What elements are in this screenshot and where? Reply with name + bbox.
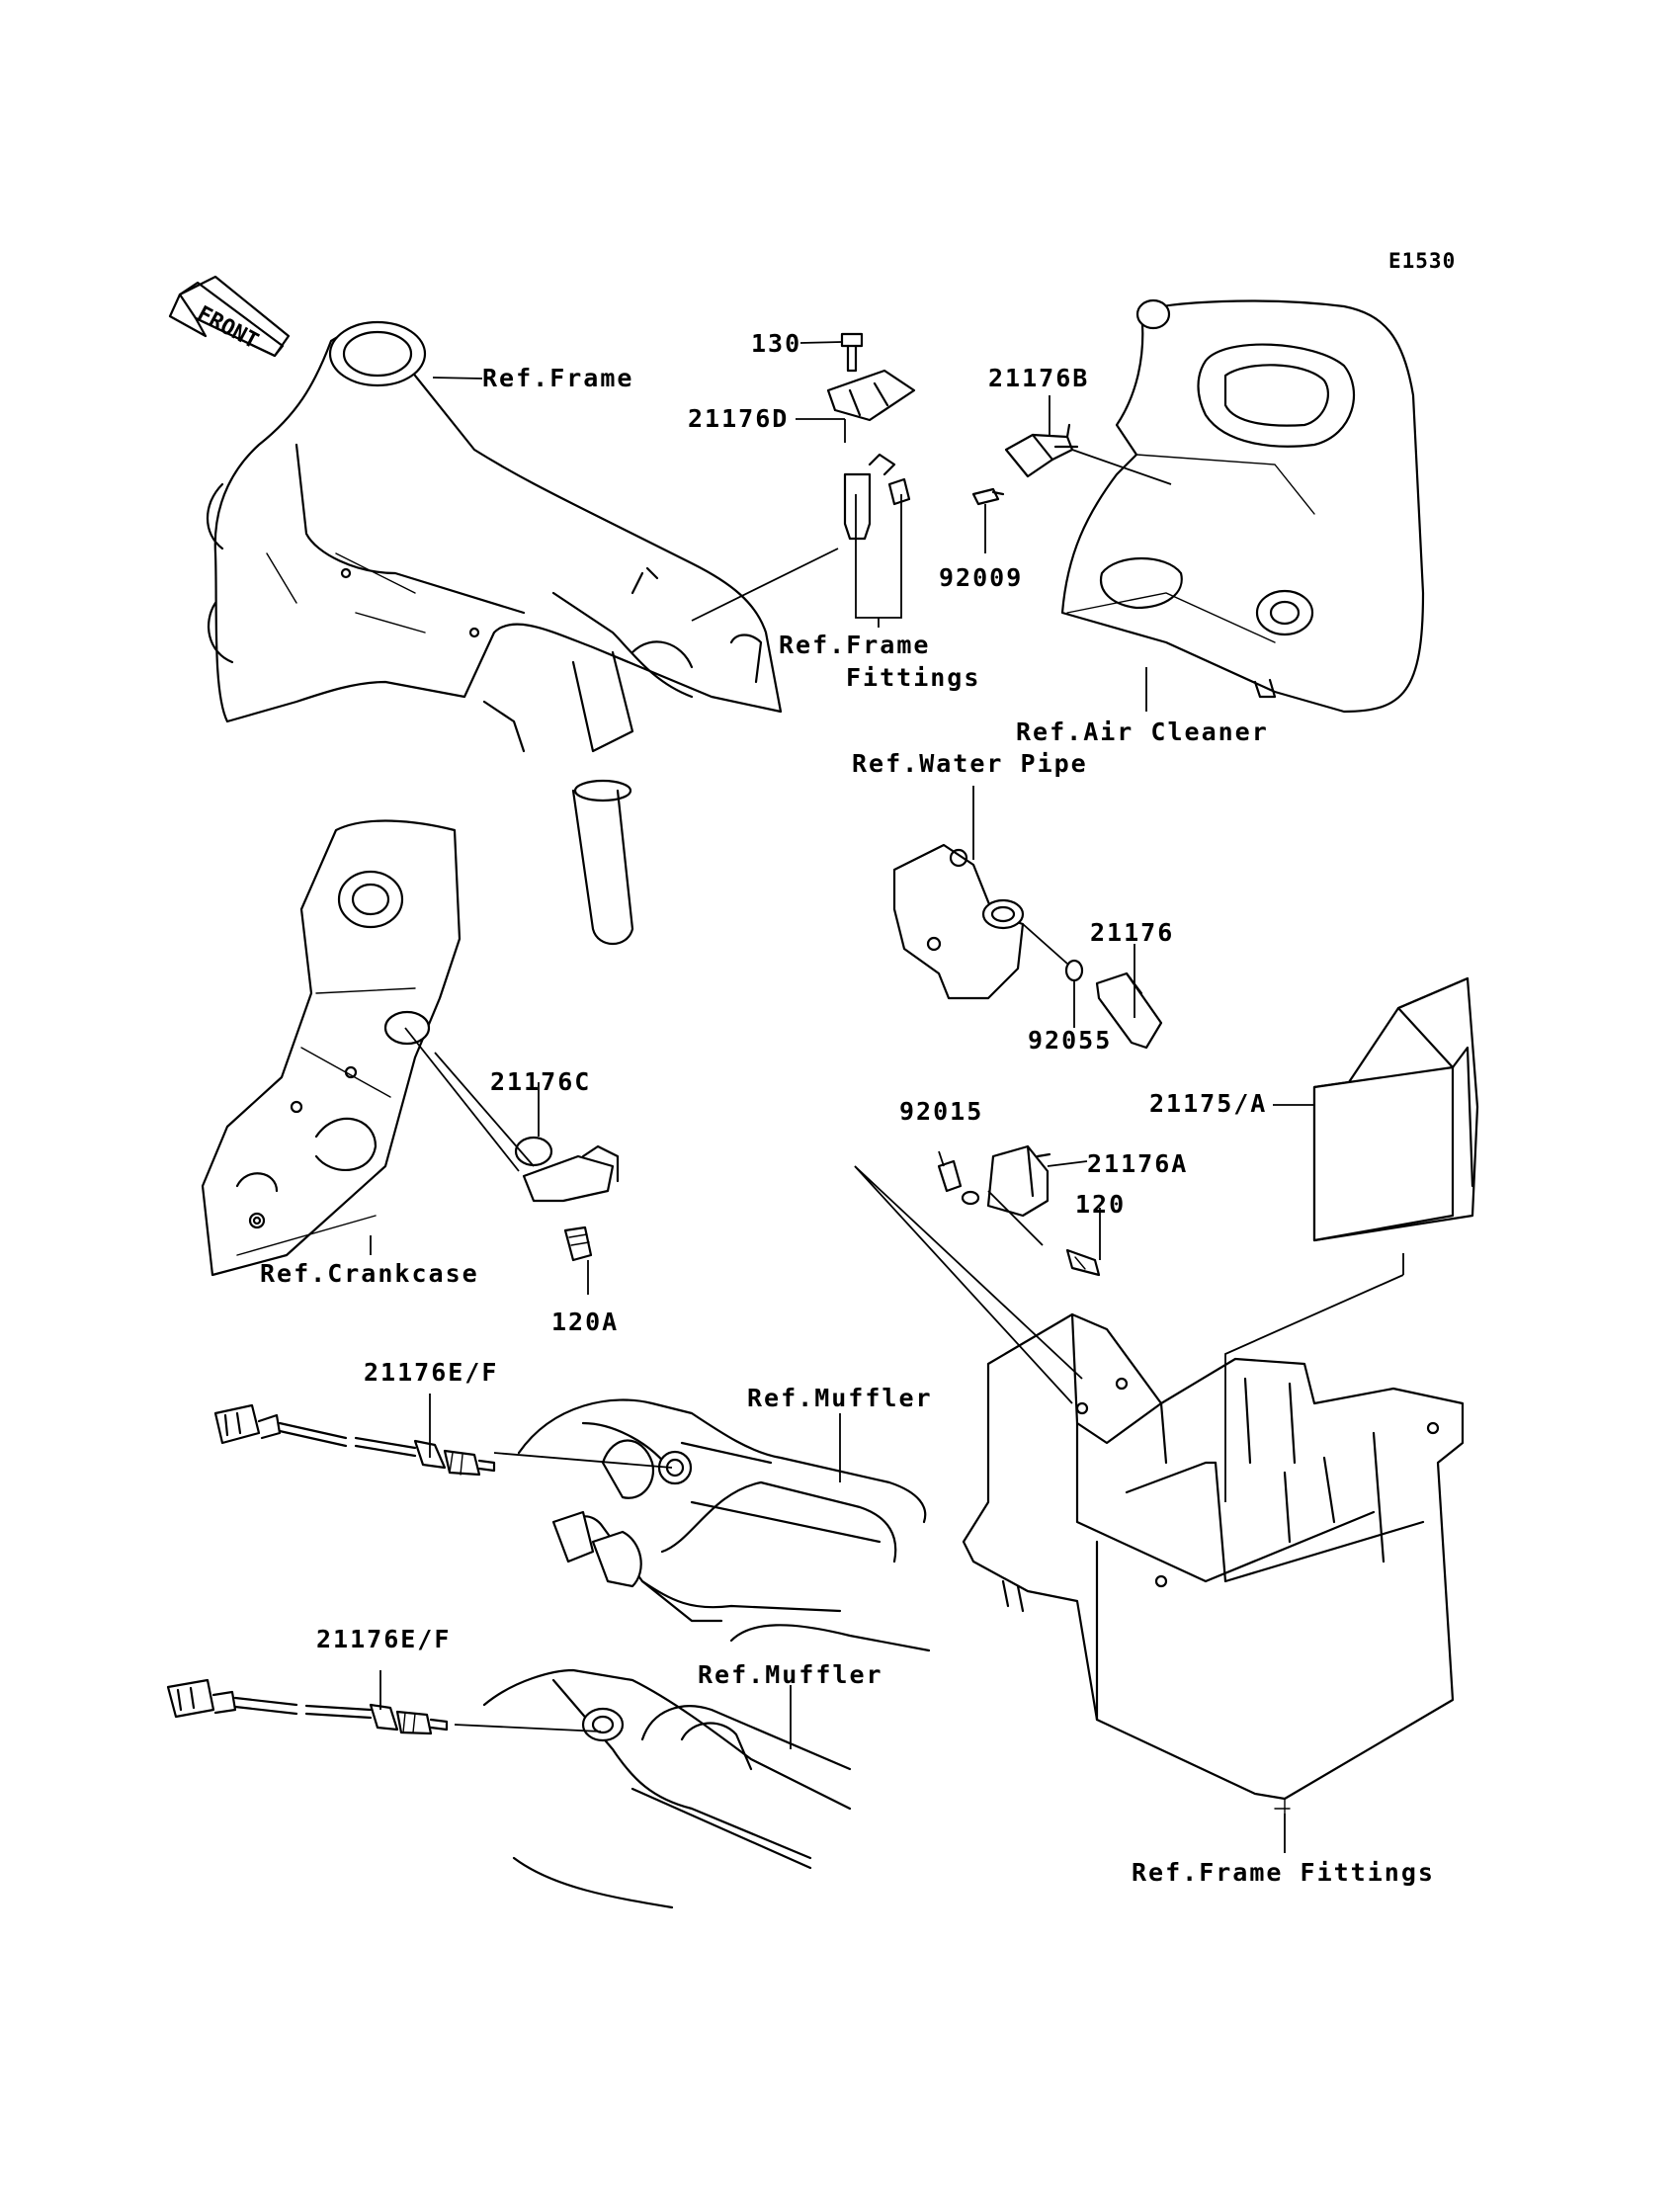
label-120A: 120A — [551, 1308, 620, 1336]
label-21176EF-lower: 21176E/F — [316, 1625, 452, 1653]
label-120: 120 — [1075, 1190, 1127, 1219]
label-92055: 92055 — [1028, 1026, 1113, 1055]
label-ref-muffler-lower: Ref.Muffler — [698, 1660, 883, 1689]
iat-sensor-assembly — [971, 423, 1079, 506]
muffler-upper-drawing — [517, 1398, 931, 1652]
leader-lines — [370, 341, 1404, 1853]
label-92015: 92015 — [899, 1097, 984, 1126]
label-ref-frame-fittings-line1: Ref.Frame — [779, 631, 931, 659]
label-21176D: 21176D — [688, 404, 790, 433]
air-cleaner-drawing — [1060, 298, 1425, 714]
label-ref-frame-fittings-line2: Fittings — [846, 663, 981, 692]
label-21176: 21176 — [1090, 918, 1175, 947]
label-21175A: 21175/A — [1149, 1089, 1268, 1118]
label-21176B: 21176B — [988, 364, 1090, 392]
label-ref-air-cleaner: Ref.Air Cleaner — [1016, 718, 1269, 746]
o2-sensor-upper — [213, 1403, 496, 1477]
tip-over-sensor-assembly — [937, 1144, 1101, 1277]
label-130: 130 — [751, 329, 802, 358]
water-pipe-drawing — [892, 843, 1025, 1000]
label-21176A: 21176A — [1087, 1149, 1189, 1178]
muffler-lower-drawing — [482, 1668, 852, 1909]
water-temp-sensor-assembly — [1064, 959, 1163, 1050]
label-ref-frame-fittings-bottom: Ref.Frame Fittings — [1132, 1858, 1435, 1887]
crankcase-drawing — [201, 819, 462, 1277]
front-arrow-icon: FRONT — [168, 275, 291, 358]
crank-sensor-assembly — [514, 1136, 620, 1262]
o2-sensor-lower — [166, 1678, 449, 1735]
diagram-code: E1530 — [1388, 249, 1457, 273]
label-ref-muffler-upper: Ref.Muffler — [747, 1384, 933, 1412]
map-sensor-assembly — [826, 332, 916, 541]
label-ref-frame: Ref.Frame — [482, 364, 634, 392]
frame-drawing — [206, 320, 783, 945]
label-ref-crankcase: Ref.Crankcase — [260, 1259, 479, 1288]
label-21176C: 21176C — [490, 1067, 592, 1096]
label-21176EF-upper: 21176E/F — [364, 1358, 499, 1387]
ecu-box — [1312, 976, 1479, 1242]
label-ref-water-pipe: Ref.Water Pipe — [852, 749, 1088, 778]
label-92009: 92009 — [939, 563, 1024, 592]
battery-box-drawing — [962, 1312, 1465, 1815]
